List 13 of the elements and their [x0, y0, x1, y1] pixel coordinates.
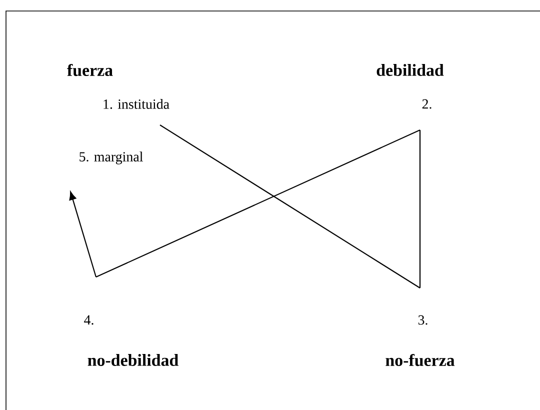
connector-line: [419, 130, 421, 288]
node-text: 2.: [422, 99, 432, 109]
connector-line: [96, 130, 420, 278]
heading-label: fuerza: [67, 64, 113, 76]
node-text: 3.: [418, 315, 428, 325]
node-text: 5. marginal: [80, 152, 143, 164]
node-text: 1. instituida: [104, 99, 170, 109]
heading-label: debilidad: [376, 64, 444, 76]
node-text: 4.: [84, 315, 94, 325]
heading-label: no-debilidad: [88, 354, 178, 366]
arrow: [69, 192, 97, 278]
heading-label: no-fuerza: [386, 354, 455, 366]
connector-line: [160, 124, 420, 288]
